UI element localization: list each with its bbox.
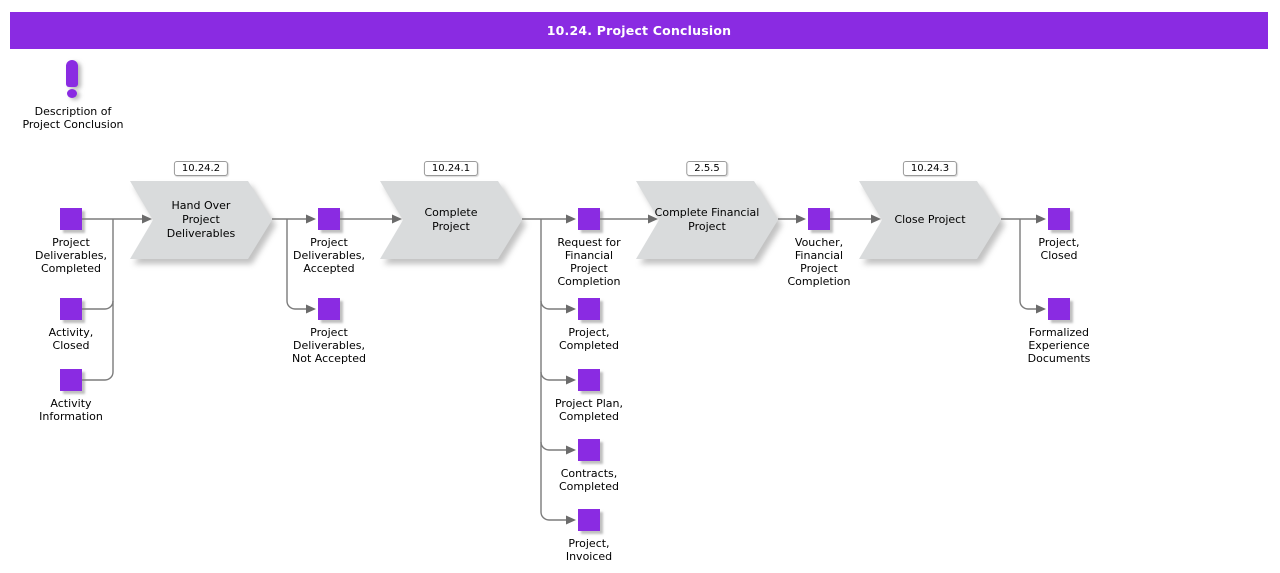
artifact-project-invoiced[interactable]: [578, 509, 600, 531]
artifact-label: Activity Information: [39, 397, 103, 423]
artifact-formalized-experience-documents[interactable]: [1048, 298, 1070, 320]
artifact-label: Voucher, Financial Project Completion: [787, 236, 851, 288]
artifact-activity-closed[interactable]: [60, 298, 82, 320]
artifact-project-deliverables-completed[interactable]: [60, 208, 82, 230]
artifact-label: Formalized Experience Documents: [1027, 326, 1091, 365]
process-badge: 10.24.1: [423, 161, 479, 176]
process-close-project[interactable]: Close Project: [859, 181, 1001, 259]
exclamation-bar: [66, 60, 78, 87]
artifact-label: Project Deliverables, Accepted: [293, 236, 365, 275]
process-complete-project[interactable]: Complete Project: [380, 181, 522, 259]
artifact-label: Project, Invoiced: [565, 537, 613, 563]
process-label: Complete Financial Project: [654, 206, 760, 233]
process-label: Hand Over Project Deliverables: [166, 199, 236, 240]
exclamation-icon[interactable]: [66, 60, 79, 98]
artifact-project-closed[interactable]: [1048, 208, 1070, 230]
artifact-project-completed[interactable]: [578, 298, 600, 320]
process-label: Close Project: [894, 213, 966, 226]
artifact-contracts-completed[interactable]: [578, 439, 600, 461]
exclamation-dot: [67, 89, 77, 98]
artifact-label: Project, Completed: [559, 326, 619, 352]
artifact-label: Project, Closed: [1038, 236, 1080, 262]
process-complete-financial-project[interactable]: Complete Financial Project: [636, 181, 778, 259]
artifact-label: Request for Financial Project Completion: [557, 236, 621, 288]
process-badge: 2.5.5: [686, 161, 728, 176]
process-hand-over-project-deliverables[interactable]: Hand Over Project Deliverables: [130, 181, 272, 259]
process-badge: 10.24.2: [173, 161, 229, 176]
artifact-label: Project Plan, Completed: [554, 397, 624, 423]
process-badge: 10.24.3: [902, 161, 958, 176]
artifact-label: Project Deliverables, Completed: [35, 236, 107, 275]
process-label: Complete Project: [424, 206, 478, 233]
note-label: Description of Project Conclusion: [22, 105, 124, 131]
artifact-project-plan-completed[interactable]: [578, 369, 600, 391]
artifact-project-deliverables-accepted[interactable]: [318, 208, 340, 230]
title-banner: 10.24. Project Conclusion: [10, 12, 1268, 49]
artifact-project-deliverables-not-accepted[interactable]: [318, 298, 340, 320]
artifact-label: Activity, Closed: [48, 326, 94, 352]
artifact-request-financial-project-completion[interactable]: [578, 208, 600, 230]
artifact-label: Contracts, Completed: [559, 467, 619, 493]
artifact-activity-information[interactable]: [60, 369, 82, 391]
artifact-voucher-financial-project-completion[interactable]: [808, 208, 830, 230]
artifact-label: Project Deliverables, Not Accepted: [291, 326, 366, 365]
page-title: 10.24. Project Conclusion: [546, 23, 732, 38]
